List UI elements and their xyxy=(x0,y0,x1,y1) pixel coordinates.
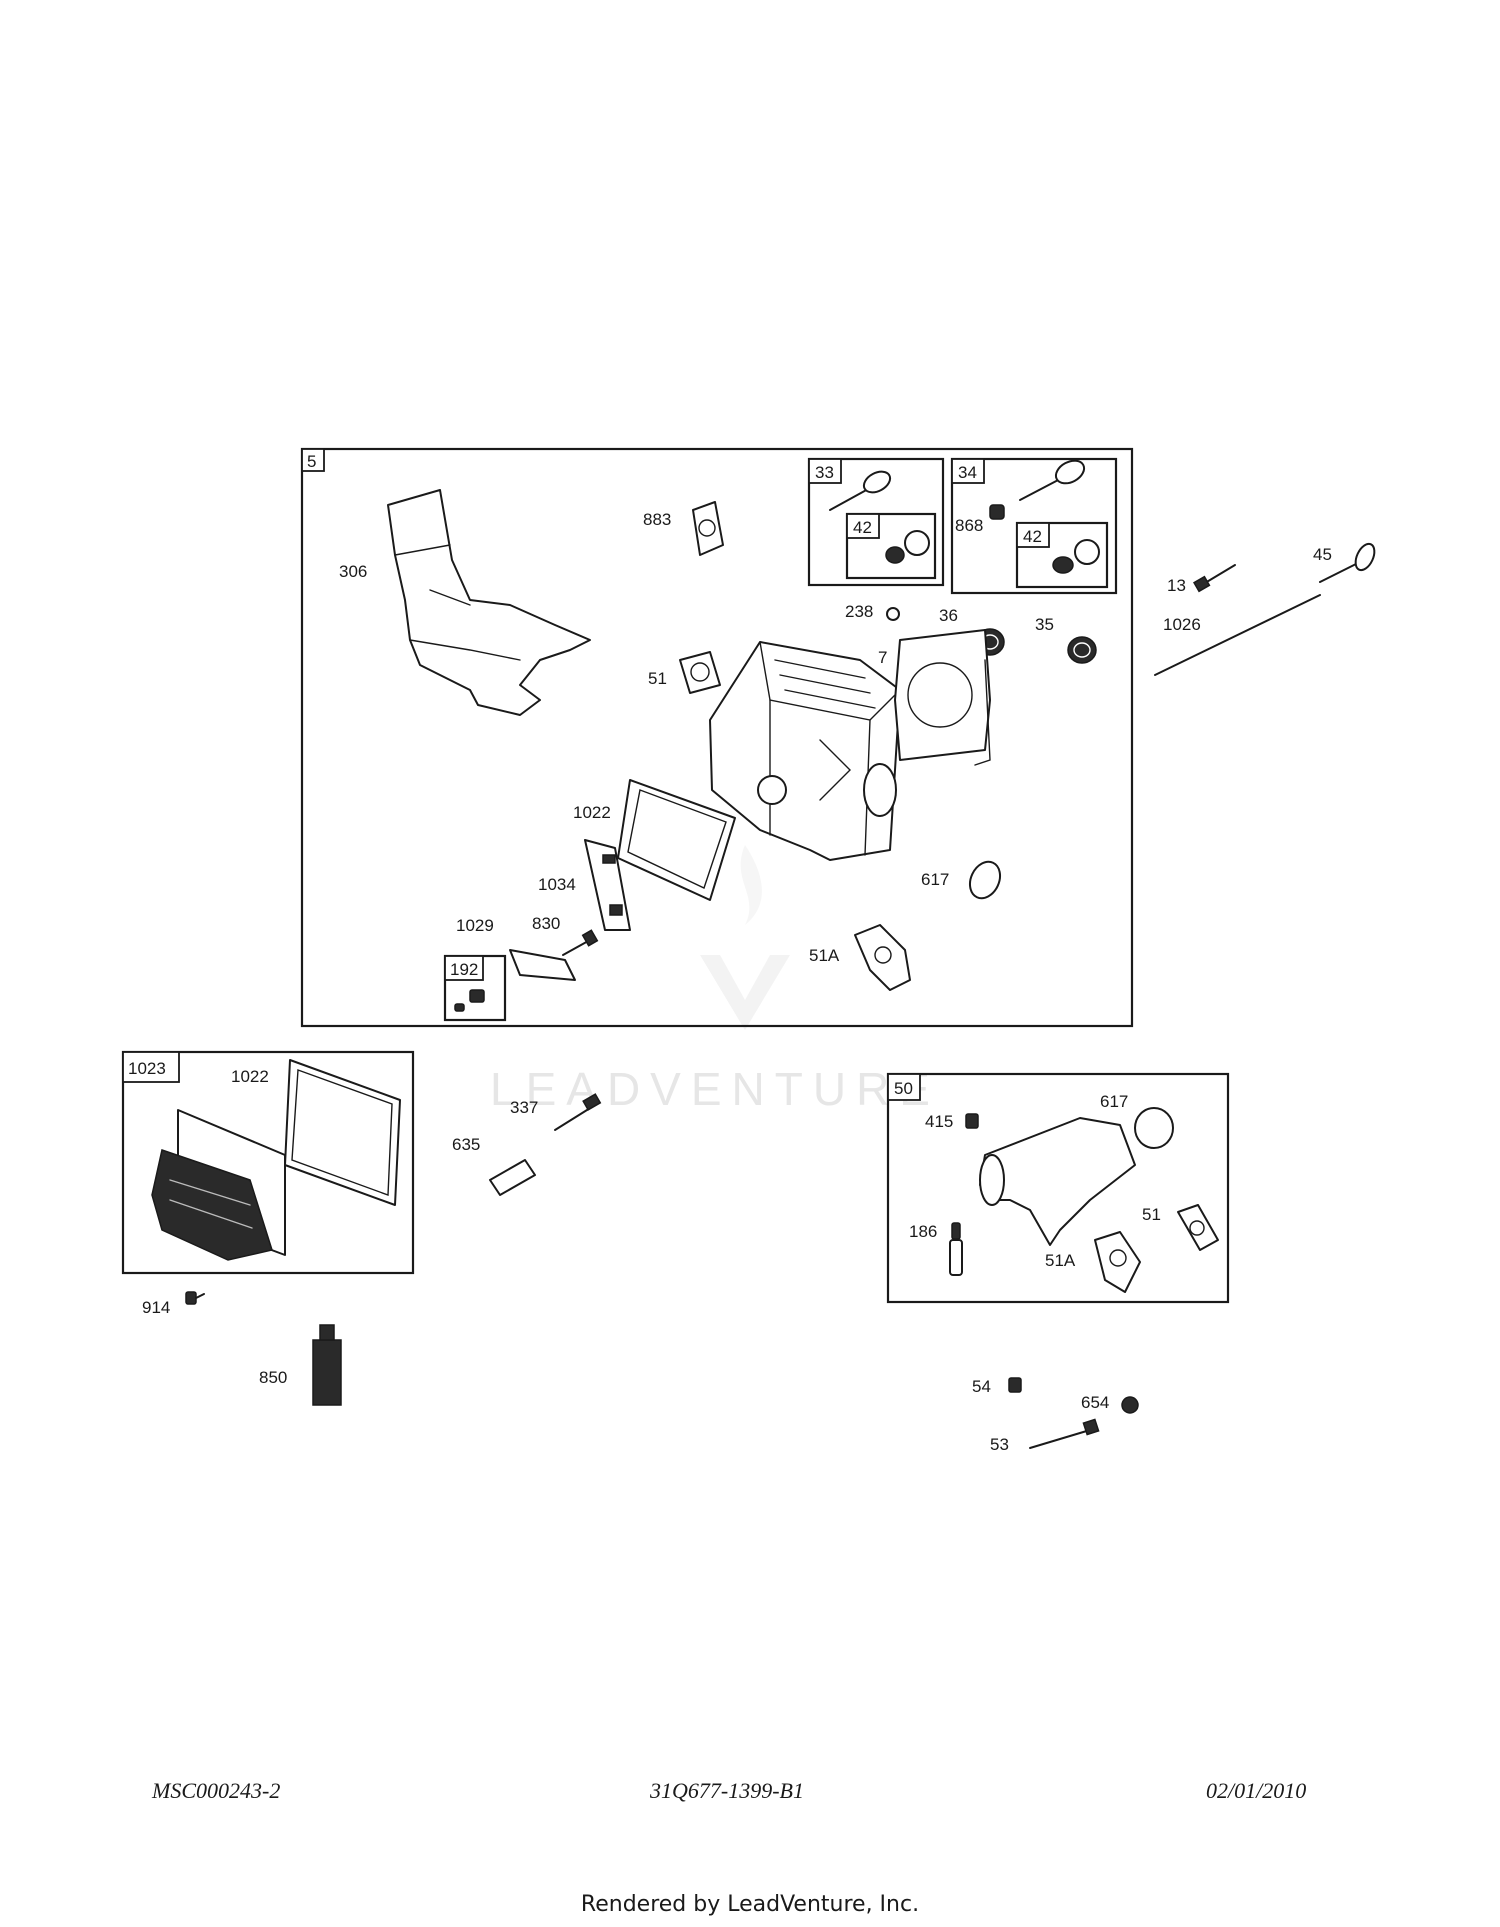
nut-654-part xyxy=(1121,1396,1139,1414)
label-54: 54 xyxy=(972,1377,991,1396)
label-306: 306 xyxy=(339,562,367,581)
stud-53-part xyxy=(1029,1418,1100,1449)
label-51: 51 xyxy=(648,669,667,688)
group-tag-valve-intake: 34 xyxy=(958,463,977,482)
group-box-valve-exhaust-sub xyxy=(845,512,937,580)
fitting-186-part xyxy=(949,1222,963,1276)
label-830: 830 xyxy=(532,914,560,933)
group-tag-screw-kit: 192 xyxy=(450,960,478,979)
group-tag-valve-exhaust: 33 xyxy=(815,463,834,482)
valve-keeper-part-2 xyxy=(1052,539,1100,574)
group-tag-intake-kit: 50 xyxy=(894,1079,913,1098)
label-337: 337 xyxy=(510,1098,538,1117)
air-guide-shroud-part xyxy=(387,489,591,716)
footer-date: 02/01/2010 xyxy=(1206,1778,1307,1803)
group-tag-main: 5 xyxy=(307,452,316,471)
gasket-51ab-part xyxy=(1094,1231,1141,1293)
label-1029: 1029 xyxy=(456,916,494,935)
spark-plug-337-part xyxy=(554,1093,602,1131)
intake-manifold-part xyxy=(979,1117,1136,1246)
screw-830-part xyxy=(562,929,599,956)
group-tag-cover-kit: 1023 xyxy=(128,1059,166,1078)
label-7: 7 xyxy=(878,648,887,667)
valve-cover-gasket-part xyxy=(617,779,736,901)
rendered-by-note: Rendered by LeadVenture, Inc. xyxy=(580,1892,920,1917)
gasket-51b-part xyxy=(1177,1204,1219,1251)
group-box-intake-kit xyxy=(886,1072,1230,1304)
footer-document-id: MSC000243-2 xyxy=(152,1778,281,1803)
label-1034: 1034 xyxy=(538,875,576,894)
screw-54-part xyxy=(1008,1377,1022,1393)
label-914: 914 xyxy=(142,1298,170,1317)
label-238: 238 xyxy=(845,602,873,621)
plug-boot-635-part xyxy=(489,1159,536,1196)
cylinder-head-part xyxy=(709,641,901,861)
group-tag-valve-exhaust-sub: 42 xyxy=(853,518,872,537)
group-tag-valve-intake-sub: 42 xyxy=(1023,527,1042,546)
label-51ab: 51A xyxy=(1045,1251,1076,1270)
intake-valve-part xyxy=(1019,459,1086,501)
label-415: 415 xyxy=(925,1112,953,1131)
label-617b: 617 xyxy=(1100,1092,1128,1111)
gasket-51a-part xyxy=(854,924,911,991)
label-654: 654 xyxy=(1081,1393,1109,1412)
label-883: 883 xyxy=(643,510,671,529)
label-53: 53 xyxy=(990,1435,1009,1454)
sealant-tube-850-part xyxy=(312,1324,342,1406)
label-35: 35 xyxy=(1035,615,1054,634)
o-ring-617b-part xyxy=(1134,1107,1174,1149)
label-1026: 1026 xyxy=(1163,615,1201,634)
push-rod-1026-part xyxy=(1154,594,1321,676)
group-box-valve-intake xyxy=(950,457,1118,595)
plate-1034-part xyxy=(584,839,631,931)
valve-cover-part xyxy=(151,1109,286,1261)
label-635: 635 xyxy=(452,1135,480,1154)
valve-keeper-part xyxy=(885,530,930,564)
label-1022b: 1022 xyxy=(231,1067,269,1086)
footer-model-number: 31Q677-1399-B1 xyxy=(650,1778,804,1803)
group-box-main xyxy=(300,447,1134,1028)
part-labels: 883 306 868 13 45 1026 238 36 35 7 51 10… xyxy=(142,510,1332,1454)
screw-914-part xyxy=(185,1291,205,1305)
group-box-cover-kit xyxy=(121,1050,415,1275)
clip-1029-part xyxy=(509,949,576,981)
plug-238-part xyxy=(886,607,900,621)
valve-guide-part xyxy=(989,504,1005,520)
watermark-text: LEADVENTURE xyxy=(490,1063,940,1115)
valve-45-part xyxy=(1319,542,1376,583)
label-1022: 1022 xyxy=(573,803,611,822)
gasket-1022b-part xyxy=(284,1059,401,1206)
label-36: 36 xyxy=(939,606,958,625)
label-51b: 51 xyxy=(1142,1205,1161,1224)
exhaust-valve-part xyxy=(829,470,892,511)
label-13: 13 xyxy=(1167,576,1186,595)
label-45: 45 xyxy=(1313,545,1332,564)
group-box-valve-exhaust xyxy=(807,457,945,587)
bolt-13-part xyxy=(1193,564,1236,593)
screw-192-part xyxy=(454,989,485,1012)
label-850: 850 xyxy=(259,1368,287,1387)
group-box-valve-intake-sub xyxy=(1015,521,1109,589)
spring-35-part xyxy=(1067,636,1097,664)
head-gasket-part xyxy=(894,629,991,766)
label-868: 868 xyxy=(955,516,983,535)
label-186: 186 xyxy=(909,1222,937,1241)
gasket-883-part xyxy=(692,501,724,556)
watermark-logo xyxy=(700,845,790,1030)
label-617: 617 xyxy=(921,870,949,889)
screw-415-part xyxy=(965,1113,979,1129)
gasket-51-part xyxy=(679,651,721,694)
o-ring-617-part xyxy=(968,860,1002,900)
label-51a: 51A xyxy=(809,946,840,965)
